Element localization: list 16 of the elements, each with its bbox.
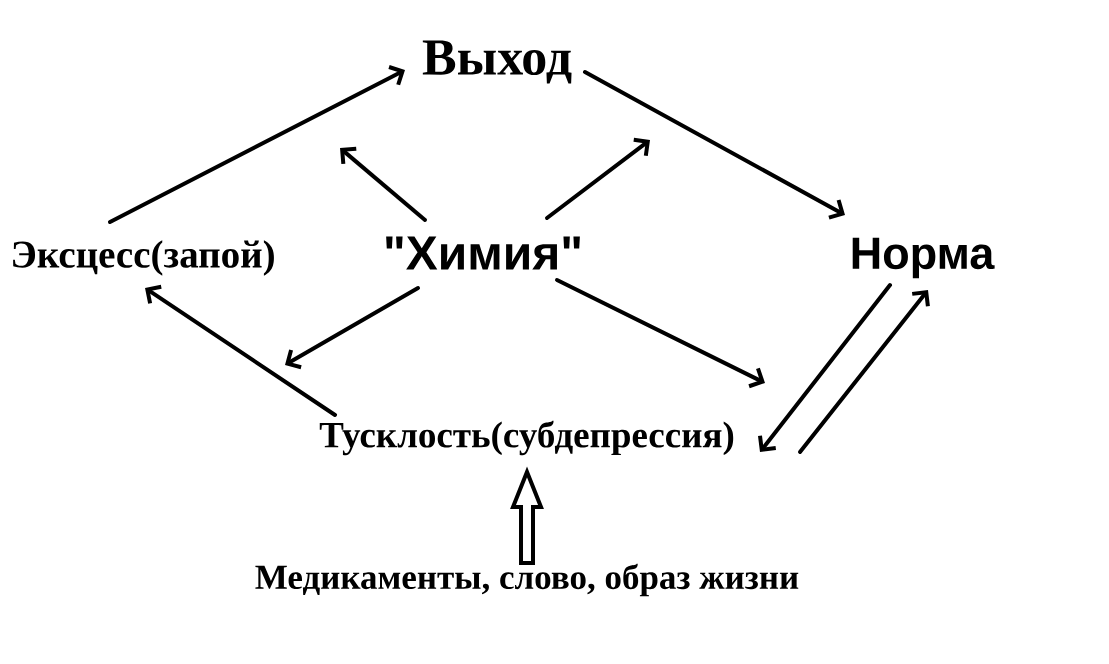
- arrow: [583, 70, 845, 220]
- arrow: [798, 290, 930, 454]
- arrow: [108, 65, 405, 224]
- arrow: [285, 286, 420, 370]
- arrow: [145, 284, 337, 417]
- node-label: Тусклость(субдепрессия): [319, 420, 734, 456]
- node-label: Эксцесс(запой): [13, 240, 274, 276]
- node-label: Выход: [422, 40, 572, 84]
- arrow: [758, 283, 892, 452]
- block-arrow: [510, 466, 544, 565]
- node-label: Медикаменты, слово, образ жизни: [255, 563, 799, 597]
- node-label: Норма: [852, 237, 995, 279]
- arrow: [340, 146, 427, 222]
- arrow: [545, 137, 650, 220]
- node-label: "Химия": [386, 236, 580, 270]
- arrow: [555, 278, 765, 389]
